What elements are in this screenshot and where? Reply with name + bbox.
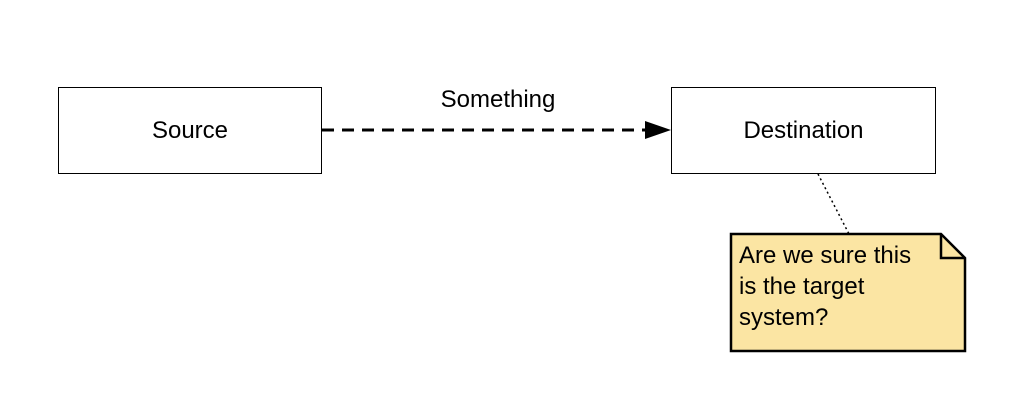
note-line: system? [739, 304, 829, 331]
note-shape[interactable] [729, 232, 967, 353]
note-line: is the target [739, 273, 865, 300]
note-text: Are we sure this is the target system? [739, 240, 944, 333]
edge-arrowhead [645, 121, 671, 139]
source-node[interactable]: Source [58, 87, 322, 174]
note-line: Are we sure this [739, 242, 912, 269]
note-connector [817, 173, 850, 235]
destination-node-label: Destination [743, 116, 864, 144]
edge-label: Something [440, 86, 556, 113]
source-node-label: Source [151, 116, 229, 144]
note-fold [939, 234, 965, 260]
destination-node[interactable]: Destination [671, 87, 936, 174]
